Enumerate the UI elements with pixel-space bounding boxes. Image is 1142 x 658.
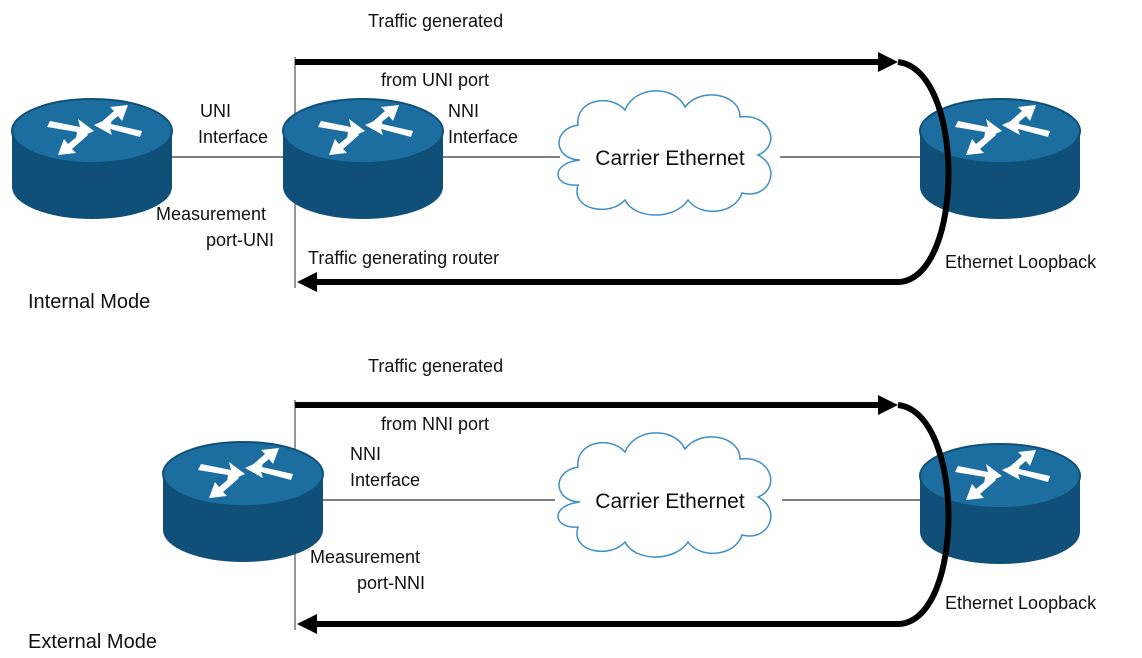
carrier-ethernet-label: Carrier Ethernet xyxy=(595,147,745,170)
router-icon xyxy=(162,441,324,563)
uni-interface-label-2: Interface xyxy=(198,127,268,147)
uni-interface-label-1: UNI xyxy=(200,101,231,121)
carrier-ethernet-label: Carrier Ethernet xyxy=(595,490,745,513)
measurement-label-1: Measurement xyxy=(156,204,266,224)
nni-interface-label-1: NNI xyxy=(350,444,381,464)
measurement-label-2: port-UNI xyxy=(206,230,274,250)
loopback-curve xyxy=(897,402,952,627)
traffic-router-label: Traffic generating router xyxy=(308,248,499,268)
router-icon xyxy=(11,98,173,220)
arrowhead-left xyxy=(297,272,317,292)
external-mode-label: External Mode xyxy=(28,631,157,653)
external-mode-diagram: Carrier Ethernet Traffic generated from … xyxy=(28,356,1097,653)
ethernet-loopback-label: Ethernet Loopback xyxy=(945,593,1097,613)
arrowhead-left xyxy=(297,614,317,634)
internal-mode-diagram: Carrier Ethernet Traffic generated from … xyxy=(11,11,1097,313)
from-port-label: from NNI port xyxy=(381,414,489,434)
traffic-generated-label: Traffic generated xyxy=(368,11,503,31)
ethernet-loopback-label: Ethernet Loopback xyxy=(945,252,1097,272)
arrowhead-right xyxy=(878,52,898,72)
arrowhead-right xyxy=(878,395,898,415)
internal-mode-label: Internal Mode xyxy=(28,291,150,313)
from-port-label: from UNI port xyxy=(381,70,489,90)
measurement-label-2: port-NNI xyxy=(357,573,425,593)
loopback-curve xyxy=(897,59,952,285)
nni-interface-label-2: Interface xyxy=(448,127,518,147)
nni-interface-label-1: NNI xyxy=(448,101,479,121)
traffic-generated-label: Traffic generated xyxy=(368,356,503,376)
router-icon xyxy=(282,98,444,220)
nni-interface-label-2: Interface xyxy=(350,470,420,490)
measurement-label-1: Measurement xyxy=(310,547,420,567)
